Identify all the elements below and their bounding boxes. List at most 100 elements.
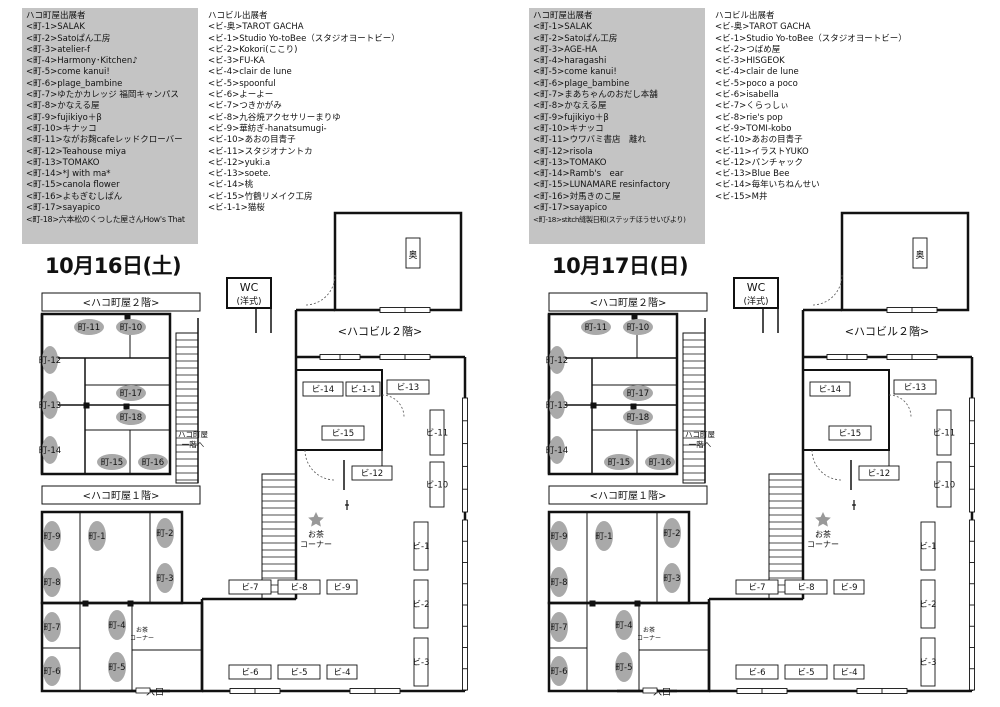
booth-m10-label: 町-10 [120, 323, 142, 333]
booth-b4-label: ビ-4 [841, 668, 858, 678]
inner-door-2 [811, 449, 843, 481]
list-item: <町-3>AGE-HA [533, 44, 598, 55]
wc-box [733, 277, 779, 309]
booth-m2-oval [663, 518, 681, 548]
booth-m2-label: 町-2 [157, 529, 174, 539]
booth-b5-box [784, 664, 828, 680]
booth-m17-oval [116, 385, 146, 401]
list-item: <ビ-7>つきかがみ [208, 101, 282, 112]
pillar [123, 403, 130, 410]
wc-label: WC [240, 281, 259, 294]
wc-sub-label: (洋式) [743, 295, 768, 307]
entrance-label: 入口 [146, 687, 164, 698]
list-item: <ビ-3>HISGEOK [715, 56, 785, 67]
booth-b14-box [809, 381, 851, 397]
list-item: <町-8>かなえる屋 [533, 101, 607, 112]
list-title: ハコビル出展者 [715, 11, 775, 21]
list-item: <ビ-4>clair de lune [208, 67, 292, 78]
booth-b8-box [277, 579, 321, 595]
booth-m12-label: 町-12 [546, 356, 568, 366]
booth-b5-label: ビ-5 [798, 668, 815, 678]
list-item: <町-17>sayapico [533, 203, 608, 214]
booth-m6-label: 町-6 [44, 667, 61, 677]
list-item: <ビ-奥>TAROT GACHA [715, 22, 811, 33]
list-item: <ビ-15>M井 [715, 191, 768, 202]
booth-m10-oval [116, 319, 146, 335]
booth-b10-label: ビ-10 [933, 481, 955, 491]
booth-b9-box [833, 579, 865, 595]
stairs [682, 332, 706, 484]
booth-m16-label: 町-16 [142, 458, 164, 468]
booth-b1-box [413, 521, 429, 571]
booth-b10-label: ビ-10 [426, 481, 448, 491]
list-item: <町-4>haragashi [533, 56, 607, 67]
booth-b12-label: ビ-12 [868, 469, 890, 479]
booth-m2-label: 町-2 [664, 529, 681, 539]
list-item: <町-1>SALAK [533, 22, 592, 33]
inner-room [802, 369, 890, 451]
booth-m4-oval [615, 610, 633, 640]
list-item: <町-6>plage_bambine [26, 78, 123, 89]
booth-b6-label: ビ-6 [242, 668, 259, 678]
machiya-2f-title-box [548, 292, 708, 312]
booth-m4-oval [108, 610, 126, 640]
machiya-2f-title: <ハコ町屋２階> [83, 297, 160, 309]
booth-b15-box [321, 425, 365, 441]
booth-b13-label: ビ-13 [397, 383, 419, 393]
booth-m14-label: 町-14 [39, 446, 61, 456]
list-item: <ビ-奥>TAROT GACHA [208, 22, 304, 33]
inner-door [888, 394, 912, 418]
booth-m5-oval [615, 652, 633, 682]
entrance-mark [642, 687, 658, 694]
biru-2f-title: <ハコビル２階> [845, 324, 929, 338]
list-item: <ビ-10>あおの目青子 [208, 135, 296, 146]
booth-m10-oval [623, 319, 653, 335]
day-panel-1: ハコ町屋出展者 <町-1>SALAK <町-2>Satoぱん工房 <町-3>at… [22, 8, 468, 698]
list-item: <町-18>六本松のくつした屋さんHow's That [26, 215, 185, 225]
booth-m14-oval [42, 436, 58, 464]
booth-b1-1-box [345, 381, 381, 397]
list-item: <町-14>*J with ma* [26, 169, 111, 180]
booth-m13-oval [42, 391, 58, 419]
booth-b10-box [936, 461, 952, 508]
booth-b14-box [302, 381, 344, 397]
oku-door [811, 274, 843, 306]
pillar [124, 313, 131, 320]
pillar [127, 600, 134, 607]
booth-m18-oval [116, 409, 146, 425]
booth-m4-label: 町-4 [109, 621, 126, 631]
booth-m8-oval [43, 567, 61, 597]
booth-b9-box [326, 579, 358, 595]
list-item: <町-1>SALAK [26, 22, 85, 33]
list-item: <ビ-11>イラストYUKO [715, 146, 809, 157]
booth-m16-label: 町-16 [649, 458, 671, 468]
small-tea-corner-1: お茶 [643, 626, 655, 634]
booth-m12-oval [549, 346, 565, 374]
booth-m5-label: 町-5 [616, 663, 633, 673]
booth-b2-box [920, 579, 936, 629]
booth-b1-1-label: ビ-1-1 [350, 385, 375, 395]
wc-sub-label: (洋式) [236, 295, 261, 307]
list-item: <ビ-6>よーよー [208, 90, 274, 101]
list-item: <町-11>ウワバミ書店 離れ [533, 135, 646, 146]
booth-m5-label: 町-5 [109, 663, 126, 673]
booth-m5-oval [108, 652, 126, 682]
wc-label: WC [747, 281, 766, 294]
booth-m6-label: 町-6 [551, 667, 568, 677]
list-item: <町-3>atelier-f [26, 44, 90, 55]
booth-m3-oval [156, 563, 174, 593]
stairs-note-2: 一階へ [182, 439, 205, 449]
small-tea-corner-2: コーナー [130, 635, 154, 642]
booth-m13-oval [549, 391, 565, 419]
booth-b6-label: ビ-6 [749, 668, 766, 678]
booth-m10-label: 町-10 [627, 323, 649, 333]
pillar [631, 313, 638, 320]
booth-m9-label: 町-9 [551, 532, 568, 542]
booth-b2-label: ビ-2 [413, 600, 430, 610]
booth-m6-oval [43, 656, 61, 686]
oku-booth-box [912, 237, 928, 269]
list-item: <ビ-15>竹鶴リメイク工房 [208, 191, 313, 202]
machiya-1f-title-box [41, 485, 201, 505]
list-item: <ビ-14>桃 [208, 180, 254, 191]
oku-label: 奥 [408, 249, 417, 261]
